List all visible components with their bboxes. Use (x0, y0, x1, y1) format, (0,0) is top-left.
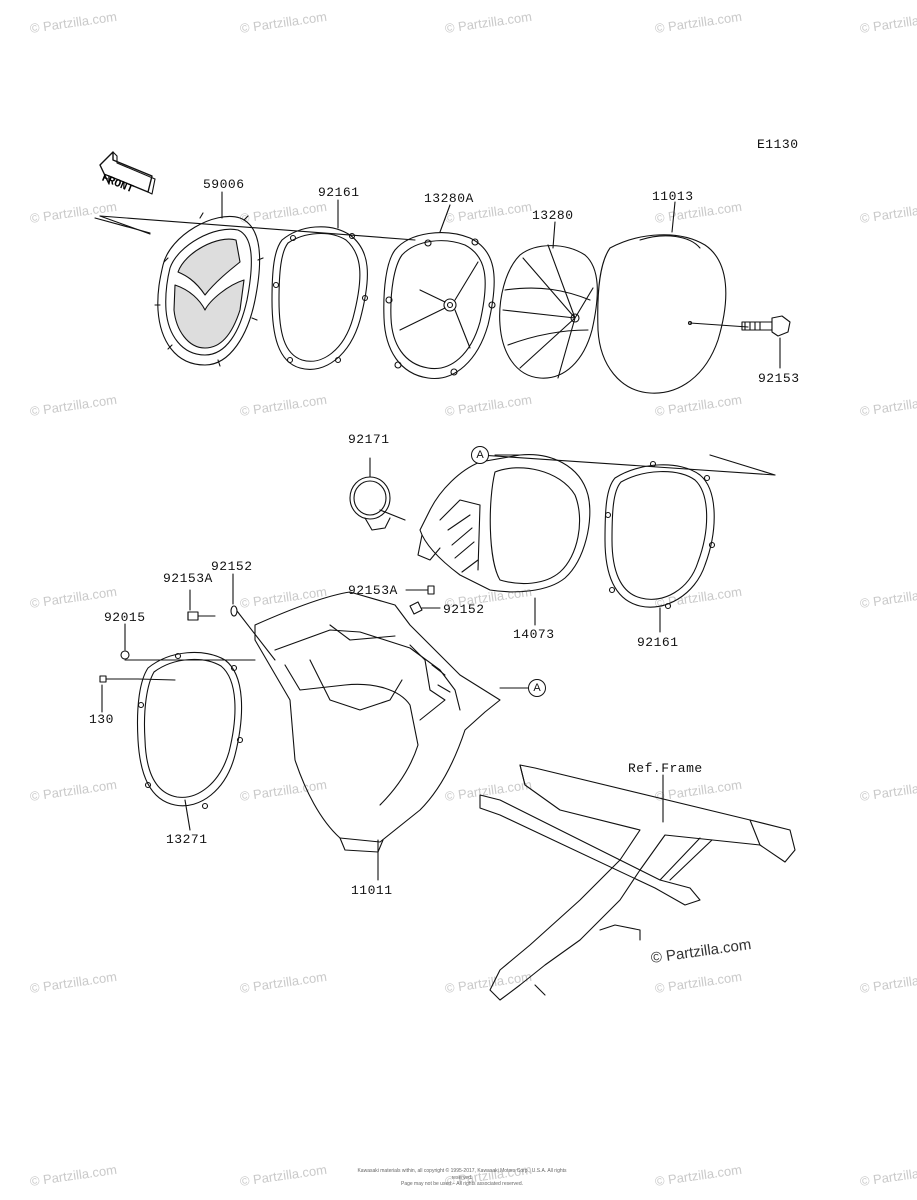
part-92152-washer-left (230, 605, 276, 661)
part-11013-filter (597, 234, 749, 394)
part-label-92153A-left[interactable]: 92153A (163, 571, 213, 586)
part-13280A-holder (383, 232, 496, 379)
part-label-59006[interactable]: 59006 (203, 177, 245, 192)
part-11011-airbox (254, 591, 501, 853)
leader-lines (101, 191, 781, 881)
part-label-92153A-right[interactable]: 92153A (348, 583, 398, 598)
part-59006-screen (154, 212, 264, 367)
part-label-92161-mid[interactable]: 92161 (637, 635, 679, 650)
part-92153A-bolt-left (187, 611, 216, 621)
part-92153-bolt (741, 315, 791, 337)
part-label-11011[interactable]: 11011 (351, 883, 393, 898)
part-label-14073[interactable]: 14073 (513, 627, 555, 642)
part-label-92171[interactable]: 92171 (348, 432, 390, 447)
part-13271-gasket (136, 651, 244, 831)
part-label-92153[interactable]: 92153 (758, 371, 800, 386)
reference-frame (479, 764, 796, 1001)
diagram-code: E1130 (757, 137, 799, 152)
part-130-bolt (99, 675, 139, 683)
reference-frame-label[interactable]: Ref.Frame (628, 761, 703, 776)
part-label-13280[interactable]: 13280 (532, 208, 574, 223)
part-92015-nut (120, 650, 130, 660)
part-label-13280A[interactable]: 13280A (424, 191, 474, 206)
footer-line-1: Kawasaki materials within, all copyright… (357, 1168, 567, 1181)
part-label-92152-right[interactable]: 92152 (443, 602, 485, 617)
part-label-130[interactable]: 130 (89, 712, 114, 727)
part-92161-gasket-top (271, 226, 369, 370)
footer-copyright: Kawasaki materials within, all copyright… (352, 1168, 572, 1188)
footer-line-2: Page may not be used – All rights associ… (400, 1181, 523, 1187)
callout-a-top: A (471, 446, 489, 464)
part-13280-cage (499, 244, 598, 379)
part-92153A-bolt-right (405, 585, 435, 595)
callout-a-bottom: A (528, 679, 546, 697)
part-label-92161-top[interactable]: 92161 (318, 185, 360, 200)
part-92161-gasket-mid (604, 460, 716, 610)
part-label-92152-left[interactable]: 92152 (211, 559, 253, 574)
front-arrow-icon (99, 151, 156, 195)
part-92171-clamp (349, 457, 406, 531)
part-14073-duct (417, 454, 591, 593)
part-label-92015[interactable]: 92015 (104, 610, 146, 625)
part-label-11013[interactable]: 11013 (652, 189, 694, 204)
part-92152-washer-right (409, 601, 441, 615)
part-label-13271[interactable]: 13271 (166, 832, 208, 847)
